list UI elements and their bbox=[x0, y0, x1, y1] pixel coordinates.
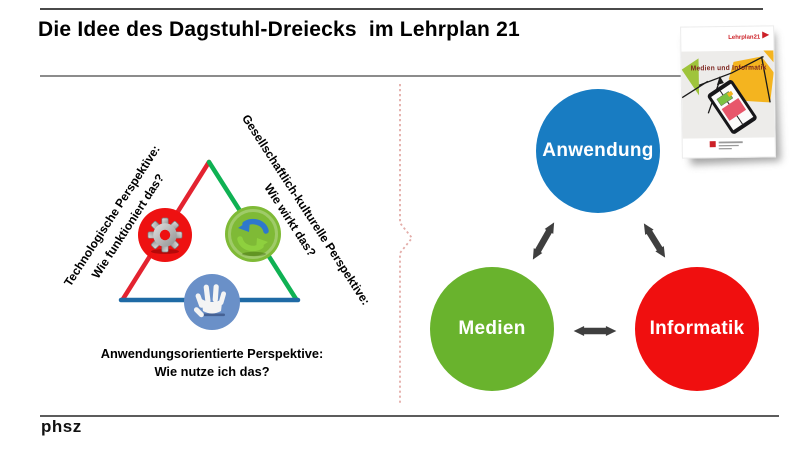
booklet-cover: Lehrplan21 bbox=[680, 25, 776, 159]
booklet-logo-mark-icon bbox=[762, 31, 770, 39]
booklet-publisher-mark bbox=[709, 141, 743, 150]
circle-medien: Medien bbox=[430, 267, 554, 391]
gear-icon bbox=[138, 208, 192, 262]
double-arrow-anwendung-informatik-icon bbox=[643, 223, 666, 258]
double-arrow-anwendung-medien-icon bbox=[532, 222, 555, 260]
page-title: Die Idee des Dagstuhl-Dreiecks im Lehrpl… bbox=[38, 18, 520, 41]
hand-icon bbox=[184, 274, 240, 330]
booklet-logo-text: Lehrplan21 bbox=[728, 35, 761, 41]
perspective-label-application: Anwendungsorientierte Perspektive: Wie n… bbox=[101, 345, 324, 381]
sync-arrows-icon bbox=[225, 206, 281, 262]
circle-informatik-label: Informatik bbox=[649, 318, 745, 339]
booklet-tablet-icon bbox=[707, 80, 757, 134]
footer-rule bbox=[40, 415, 779, 417]
circle-informatik: Informatik bbox=[635, 267, 759, 391]
circle-anwendung-label: Anwendung bbox=[542, 140, 654, 161]
perspective-label-socio-cultural: Gesellschaftlich-kulturelle Perspektive:… bbox=[221, 111, 374, 319]
socio-cultural-line1: Gesellschaftlich-kulturelle Perspektive: bbox=[239, 111, 373, 308]
application-line1: Anwendungsorientierte Perspektive: bbox=[100, 346, 324, 362]
top-rule bbox=[40, 8, 763, 10]
lehrplan21-booklet: Lehrplan21 bbox=[680, 25, 781, 168]
booklet-cover-title: Medien und Informatik bbox=[691, 62, 767, 72]
circle-anwendung: Anwendung bbox=[536, 89, 660, 213]
booklet-illustration bbox=[681, 50, 774, 134]
title-underline-rule bbox=[40, 75, 763, 77]
application-line2: Wie nutze ich das? bbox=[154, 364, 270, 379]
circle-medien-label: Medien bbox=[458, 318, 526, 339]
technological-line1: Technologische Perspektive: bbox=[61, 142, 163, 289]
booklet-cover-art: Lehrplan21 bbox=[681, 31, 775, 150]
phsz-logo: phsz bbox=[41, 417, 82, 436]
socio-cultural-line2: Wie wirkt das? bbox=[261, 180, 320, 259]
dashed-divider bbox=[399, 84, 414, 404]
perspective-label-technological: Technologische Perspektive: Wie funktion… bbox=[59, 142, 180, 301]
